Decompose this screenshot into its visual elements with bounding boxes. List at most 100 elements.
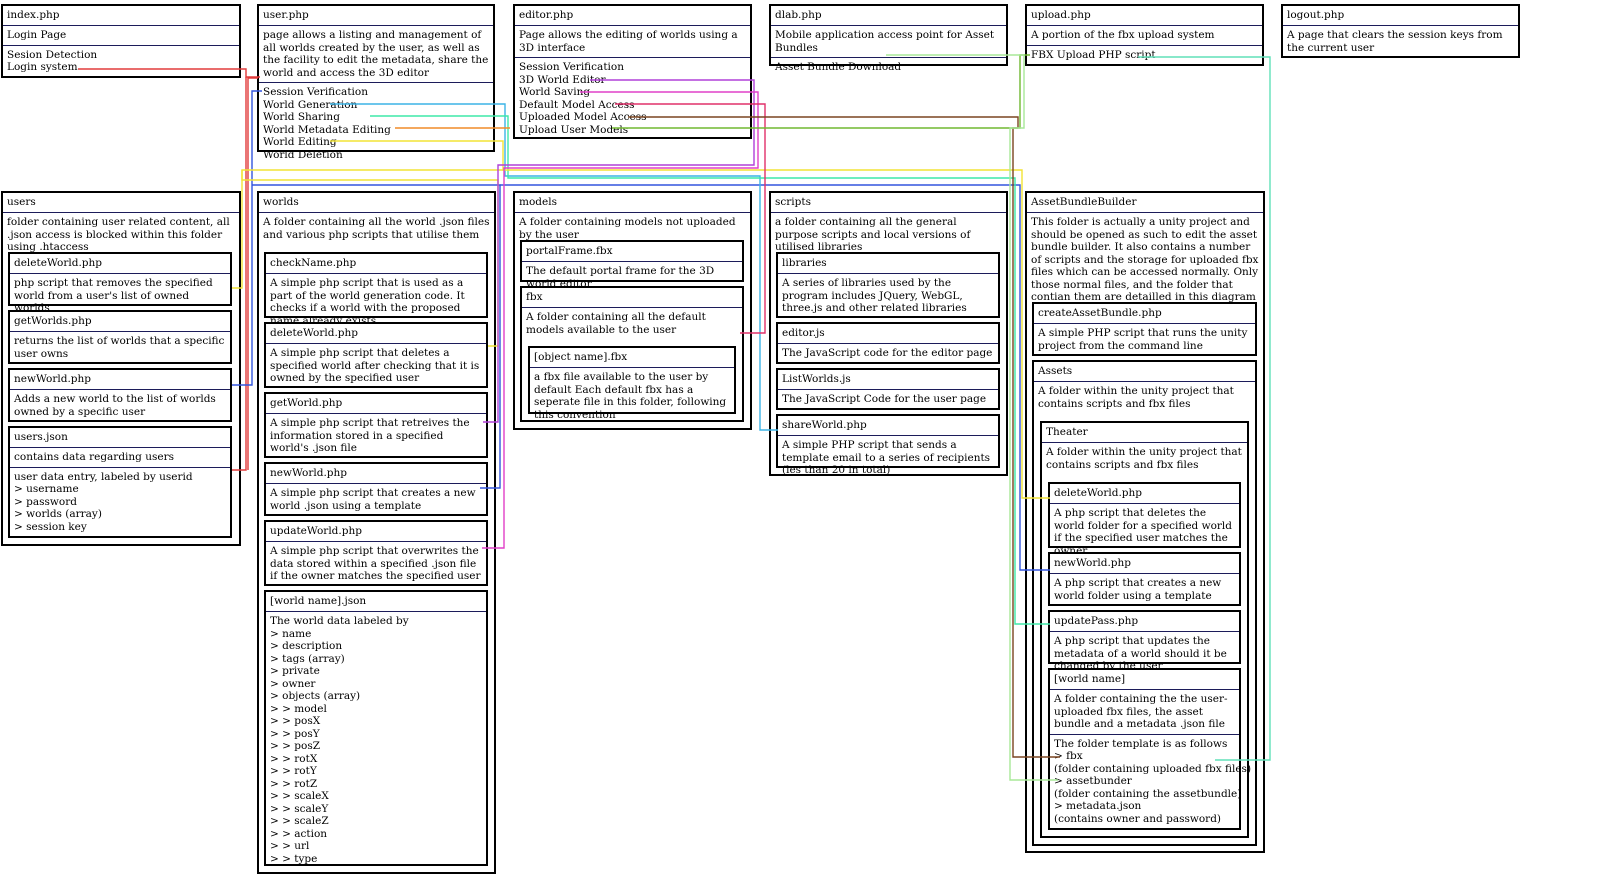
box-description: contains data regarding users [10, 448, 230, 468]
theater-worldname-folder-box: [world name] A folder containing the the… [1048, 668, 1252, 830]
box-description: page allows a listing and management of … [259, 26, 493, 83]
box-title: editor.js [778, 324, 998, 344]
box-description: A simple php script that retreives the i… [270, 417, 470, 454]
extra-line: > private [270, 665, 320, 677]
box-description: A simple PHP script that sends a templat… [782, 439, 991, 476]
box-title: scripts [771, 193, 1006, 213]
item-upload-user-models: Upload User Models [519, 123, 629, 136]
item-world-generation: World Generation [263, 98, 358, 111]
extra-line: > objects (array) [270, 690, 361, 702]
extra-line: > username [14, 483, 79, 495]
box-title: shareWorld.php [778, 416, 998, 436]
box-description: php script that removes the specified wo… [14, 277, 213, 314]
item-uploaded-model-access: Uploaded Model Access [519, 111, 647, 123]
editor-php-box: editor.php Page allows the editing of wo… [513, 4, 752, 139]
box-title: [world name].json [266, 592, 486, 612]
worlds-worldname-json-box: [world name].json The world data labeled… [264, 590, 488, 866]
extra-line: > > rotX [270, 752, 318, 765]
box-title: user.php [259, 6, 493, 26]
extra-line: > > posX [270, 715, 321, 727]
box-description: A simple php script that deletes a speci… [270, 347, 480, 384]
box-title: deleteWorld.php [10, 254, 230, 274]
extra-line: > > scaleX [270, 790, 329, 802]
box-title: getWorlds.php [10, 312, 230, 332]
box-items: Asset Bundle Download [771, 58, 1006, 77]
scripts-listworlds-js-box: ListWorlds.js The JavaScript Code for th… [776, 368, 1000, 410]
extra-line: > worlds (array) [14, 508, 102, 520]
item-asset-bundle-download: Asset Bundle Download [775, 61, 902, 73]
box-title: dlab.php [771, 6, 1006, 26]
extra-line: (folder containing uploaded fbx files) [1054, 762, 1252, 775]
box-title: checkName.php [266, 254, 486, 274]
extra-line: > > url [270, 840, 310, 852]
extra-line: > assetbunder [1054, 775, 1132, 787]
users-getworlds-box: getWorlds.php returns the list of worlds… [8, 310, 232, 364]
box-title: newWorld.php [1050, 554, 1239, 574]
box-description: returns the list of worlds that a specif… [14, 335, 225, 360]
box-items: FBX Upload PHP script [1027, 46, 1262, 65]
extra-line: > > posZ [270, 740, 320, 752]
box-title: index.php [3, 6, 239, 26]
abb-createassetbundle-box: createAssetBundle.php A simple PHP scrip… [1032, 302, 1257, 356]
item-world-saving: World Saving [519, 86, 591, 98]
box-title: newWorld.php [266, 464, 486, 484]
worlds-newworld-box: newWorld.php A simple php script that cr… [264, 462, 488, 516]
box-title: deleteWorld.php [266, 324, 486, 344]
extra-line: > > action [270, 827, 328, 840]
box-title: deleteWorld.php [1050, 484, 1239, 504]
logout-php-box: logout.php A page that clears the sessio… [1281, 4, 1520, 58]
users-newworld-box: newWorld.php Adds a new world to the lis… [8, 368, 232, 422]
extra-line: > > rotY [270, 765, 317, 777]
box-title: users [3, 193, 239, 213]
extra-line: > > type [270, 852, 318, 865]
box-title: createAssetBundle.php [1034, 304, 1255, 324]
box-items: Sesion Detection Login system [3, 46, 239, 77]
box-title: fbx [522, 288, 742, 308]
worlds-updateworld-box: updateWorld.php A simple php script that… [264, 520, 488, 586]
extra-line: > owner [270, 677, 316, 690]
worlds-checkname-box: checkName.php A simple php script that i… [264, 252, 488, 327]
box-title: getWorld.php [266, 394, 486, 414]
user-php-box: user.php page allows a listing and manag… [257, 4, 495, 161]
box-description: A simple php script that overwrites the … [270, 545, 481, 582]
extra-line: (folder containing the assetbundle) [1054, 787, 1242, 800]
item-world-editing: World Editing [263, 136, 337, 148]
box-description: Page allows the editing of worlds using … [515, 26, 750, 58]
item-session-verification: Session Verification [519, 61, 624, 73]
scripts-libraries-box: libraries A series of libraries used by … [776, 252, 1000, 318]
item-session-verification: Session Verification [263, 86, 368, 98]
models-portalframe-box: portalFrame.fbx The default portal frame… [520, 240, 744, 290]
box-title: models [515, 193, 750, 213]
box-description: A folder containing all the default mode… [526, 311, 706, 336]
box-extra: The world data labeled by> name> descrip… [266, 612, 486, 868]
box-description: a folder containing all the general purp… [775, 216, 971, 253]
box-extra: user data entry, labeled by userid > use… [10, 468, 230, 537]
scripts-shareworld-box: shareWorld.php A simple PHP script that … [776, 414, 1000, 476]
theater-newworld-box: newWorld.php A php script that creates a… [1048, 552, 1241, 606]
extra-line: > session key [14, 520, 87, 533]
box-description: A portion of the fbx upload system [1027, 26, 1262, 46]
box-title: portalFrame.fbx [522, 242, 742, 262]
box-description: A php script that creates a new world fo… [1054, 577, 1222, 602]
box-description: A folder within the unity project that c… [1038, 385, 1234, 410]
extra-line: > > rotZ [270, 777, 318, 790]
box-description: folder containing user related content, … [7, 216, 230, 253]
item-3d-world-editor: 3D World Editor [519, 73, 606, 86]
box-title: logout.php [1283, 6, 1518, 26]
extra-line: The folder template is as follows [1054, 737, 1228, 750]
box-title: worlds [259, 193, 494, 213]
extra-line: > metadata.json [1054, 800, 1142, 812]
item-default-model-access: Default Model Access [519, 98, 635, 111]
item-world-deletion: World Deletion [263, 148, 343, 161]
box-extra: The folder template is as follows> fbx(f… [1050, 735, 1252, 829]
box-description: The JavaScript Code for the user page [782, 393, 987, 405]
box-title: updateWorld.php [266, 522, 486, 542]
extra-line: > name [270, 627, 312, 640]
item-login-system: Login system [7, 61, 78, 73]
box-description: A simple PHP script that runs the unity … [1038, 327, 1248, 352]
extra-line: > password [14, 495, 77, 508]
extra-line: (contains owner and password) [1054, 812, 1222, 825]
box-title: editor.php [515, 6, 750, 26]
extra-line: > > model [270, 702, 327, 715]
box-description: a fbx file available to the user by defa… [534, 371, 727, 421]
